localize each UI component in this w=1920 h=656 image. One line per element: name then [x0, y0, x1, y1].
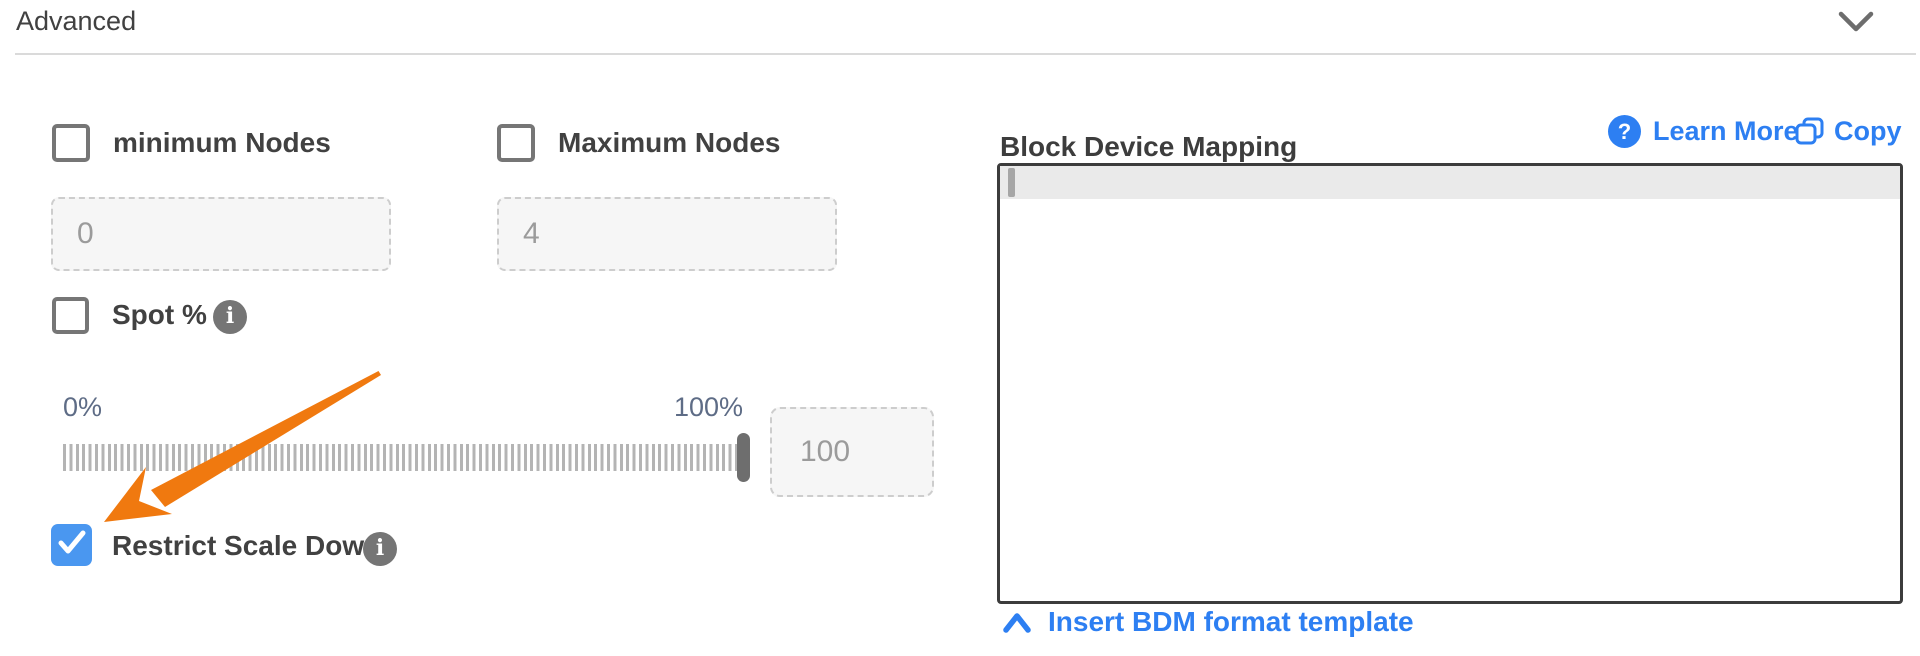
section-title: Advanced: [16, 6, 137, 36]
maximum-nodes-label: Maximum Nodes: [558, 127, 781, 158]
insert-bdm-template-link[interactable]: Insert BDM format template: [1002, 606, 1414, 638]
maximum-nodes-input[interactable]: [497, 197, 837, 271]
restrict-scale-down-checkbox[interactable]: [51, 524, 92, 566]
copy-button[interactable]: Copy: [1794, 115, 1902, 148]
minimum-nodes-checkbox[interactable]: [52, 124, 90, 162]
learn-more-label: Learn More: [1653, 116, 1799, 146]
slider-max-label: 100%: [673, 392, 743, 422]
section-divider: [15, 53, 1916, 55]
checkmark-icon: [58, 530, 85, 554]
minimum-nodes-label: minimum Nodes: [113, 127, 331, 158]
chevron-down-icon: [1838, 11, 1874, 32]
restrict-scale-down-info-icon[interactable]: i: [363, 532, 397, 566]
slider-min-label: 0%: [63, 392, 103, 422]
copy-label: Copy: [1834, 116, 1902, 146]
insert-bdm-template-label: Insert BDM format template: [1048, 606, 1414, 637]
spot-percent-slider-track[interactable]: [63, 444, 739, 471]
spot-info-icon[interactable]: i: [213, 300, 247, 334]
spot-percent-label: Spot %: [112, 299, 207, 330]
spot-percent-value-input[interactable]: [770, 407, 934, 497]
learn-more-link[interactable]: ? Learn More: [1608, 115, 1799, 148]
minimum-nodes-input[interactable]: [51, 197, 391, 271]
spot-percent-slider-handle[interactable]: [737, 433, 750, 482]
maximum-nodes-checkbox[interactable]: [497, 124, 535, 162]
copy-icon: [1795, 117, 1824, 145]
bdm-editor[interactable]: [997, 163, 1903, 604]
collapse-section-button[interactable]: [1838, 10, 1874, 34]
chevron-up-icon: [1003, 612, 1031, 633]
restrict-scale-down-label: Restrict Scale Down: [112, 530, 382, 561]
editor-cursor: [1008, 168, 1015, 197]
editor-active-line: [1000, 166, 1900, 199]
block-device-mapping-title: Block Device Mapping: [1000, 131, 1298, 162]
help-icon: ?: [1608, 115, 1641, 148]
spot-percent-checkbox[interactable]: [52, 297, 89, 334]
